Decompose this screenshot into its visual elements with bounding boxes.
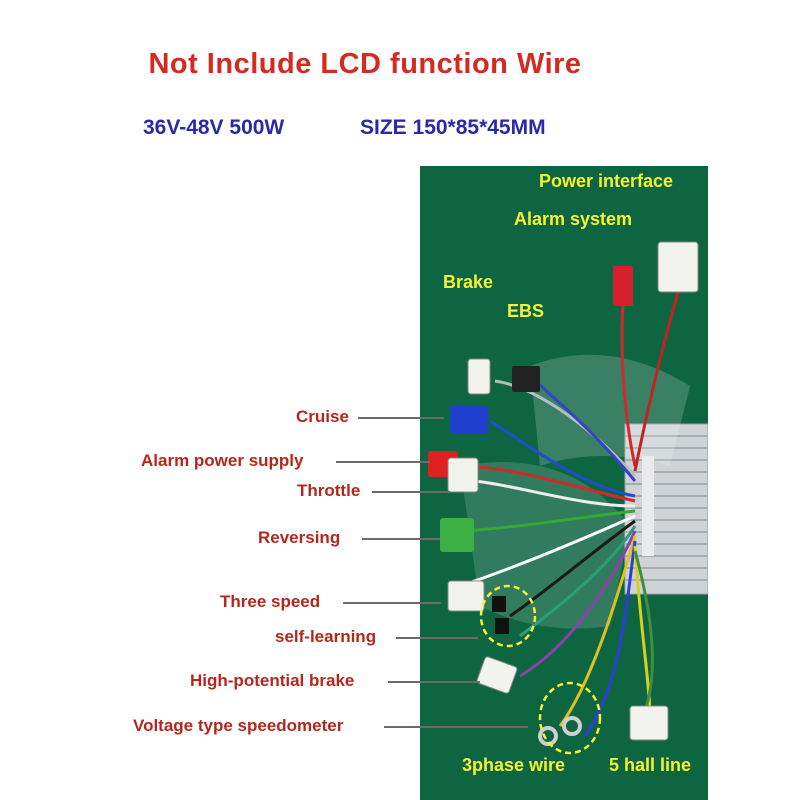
three-phase-wire-label: 3phase wire: [462, 755, 566, 775]
alarm-power-supply-leader: [336, 461, 430, 463]
alarm-power-supply-callout: Alarm power supply: [141, 451, 304, 470]
alarm-system-label: Alarm system: [514, 209, 633, 229]
voltage-power-spec: 36V-48V 500W: [143, 116, 285, 139]
cruise-leader: [358, 417, 444, 419]
self-learning-callout: self-learning: [275, 627, 377, 646]
size-spec: SIZE 150*85*45MM: [360, 116, 546, 139]
reversing-leader: [362, 538, 440, 540]
ebs-label: EBS: [507, 301, 545, 321]
self-learning-leader: [396, 637, 478, 639]
high-potential-brake-leader: [388, 681, 480, 683]
throttle-leader: [372, 491, 450, 493]
high-potential-brake-callout: High-potential brake: [190, 671, 355, 690]
voltage-speedometer-callout: Voltage type speedometer: [133, 716, 344, 735]
throttle-callout: Throttle: [297, 481, 361, 500]
voltage-speedometer-leader: [384, 726, 528, 728]
three-speed-callout: Three speed: [220, 592, 321, 611]
power-interface-label: Power interface: [539, 171, 674, 191]
page-title: Not Include LCD function Wire: [148, 48, 582, 80]
controller-photo: [420, 166, 708, 800]
three-speed-leader: [343, 602, 441, 604]
reversing-callout: Reversing: [258, 528, 341, 547]
brake-label: Brake: [443, 272, 494, 292]
cruise-callout: Cruise: [296, 407, 349, 426]
hall-line-label: 5 hall line: [609, 755, 692, 775]
